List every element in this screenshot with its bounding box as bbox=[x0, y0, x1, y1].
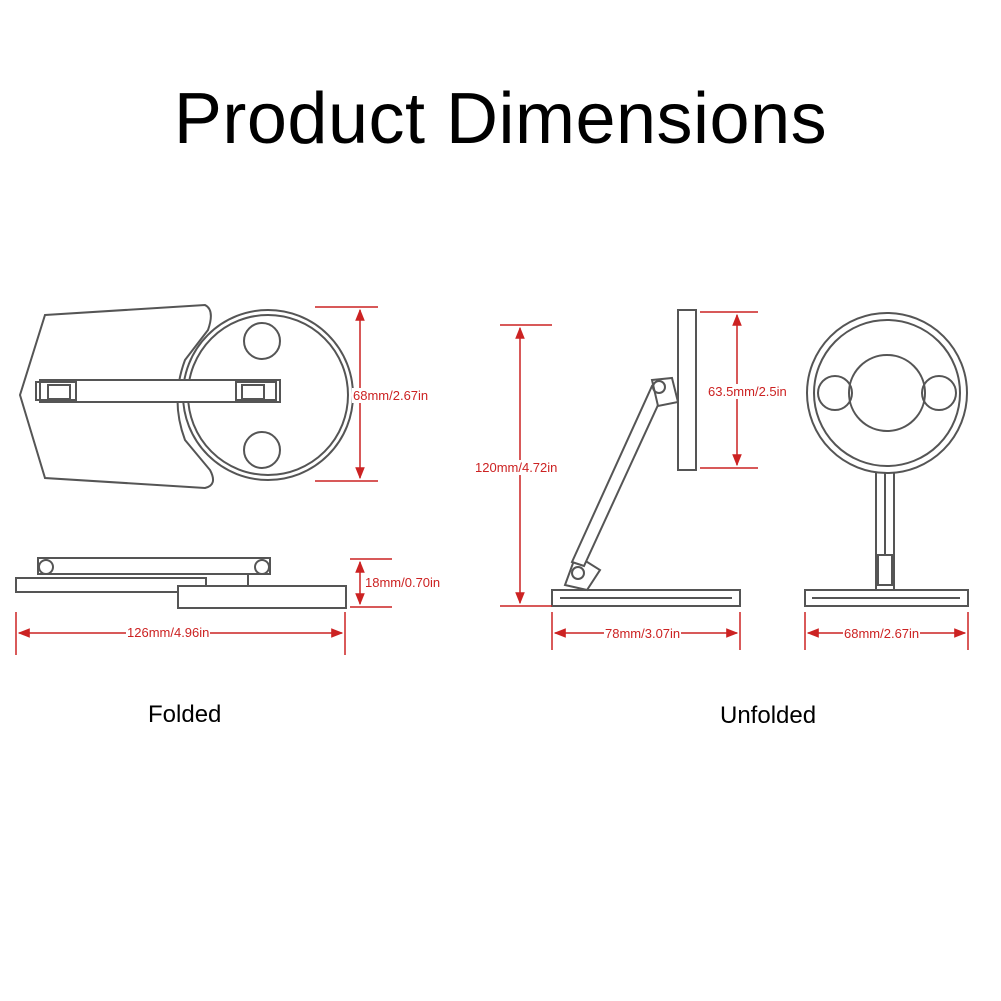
unfolded-width-label: 68mm/2.67in bbox=[843, 626, 921, 641]
folded-caption: Folded bbox=[148, 701, 222, 728]
unfolded-caption: Unfolded bbox=[720, 702, 817, 729]
unfolded-base-depth-label: 78mm/3.07in bbox=[604, 626, 682, 641]
folded-side-view bbox=[15, 557, 347, 609]
unfolded-height-label: 120mm/4.72in bbox=[474, 460, 559, 475]
unfolded-disc-label: 63.5mm/2.5in bbox=[707, 384, 788, 399]
unfolded-front-view bbox=[804, 312, 969, 607]
page-title: Product Dimensions bbox=[173, 79, 828, 159]
unfolded-side-view bbox=[551, 309, 741, 607]
folded-top-view bbox=[18, 303, 354, 490]
folded-thickness-label: 18mm/0.70in bbox=[364, 575, 442, 590]
folded-height-label: 68mm/2.67in bbox=[352, 388, 430, 403]
folded-length-label: 126mm/4.96in bbox=[126, 625, 211, 640]
